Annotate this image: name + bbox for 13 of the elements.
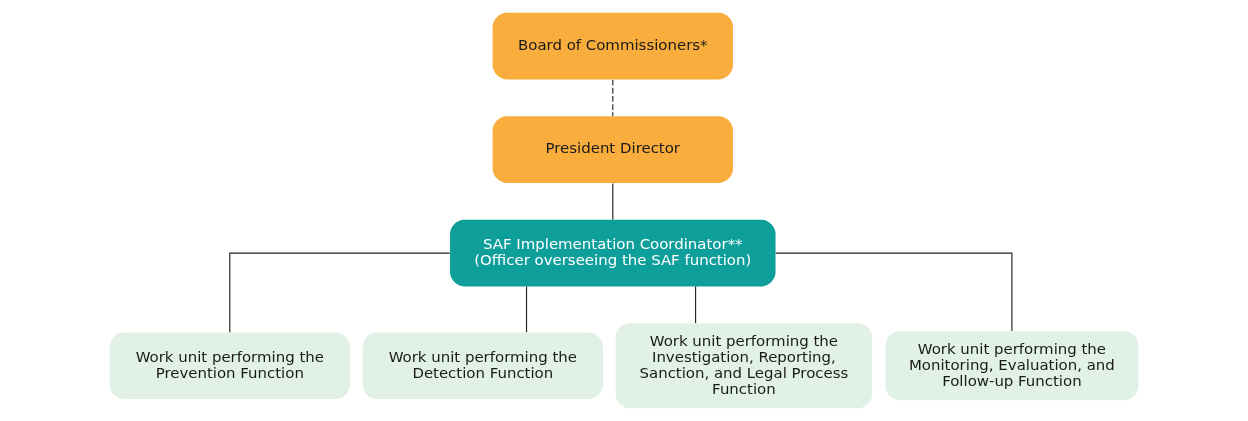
node-box: Work unit performing the Investigation, Reporting, Sanction, and Legal Process Function [615, 323, 873, 409]
node-box: Work unit performing the Monitoring, Evaluation, and Follow-up Function [885, 331, 1139, 401]
connector [229, 252, 451, 333]
node-box: Work unit performing the Detection Function [362, 332, 603, 400]
node-box: SAF Implementation Coordinator** (Officer overseeing the SAF function) [450, 219, 776, 287]
connector [612, 182, 614, 220]
node-box: Board of Commissioners* [492, 12, 733, 80]
connector [695, 286, 697, 324]
node-box: Work unit performing the Prevention Function [109, 332, 350, 400]
connector [775, 252, 1013, 332]
connector [612, 79, 614, 117]
node-box: President Director [492, 116, 733, 183]
connector [525, 286, 528, 333]
